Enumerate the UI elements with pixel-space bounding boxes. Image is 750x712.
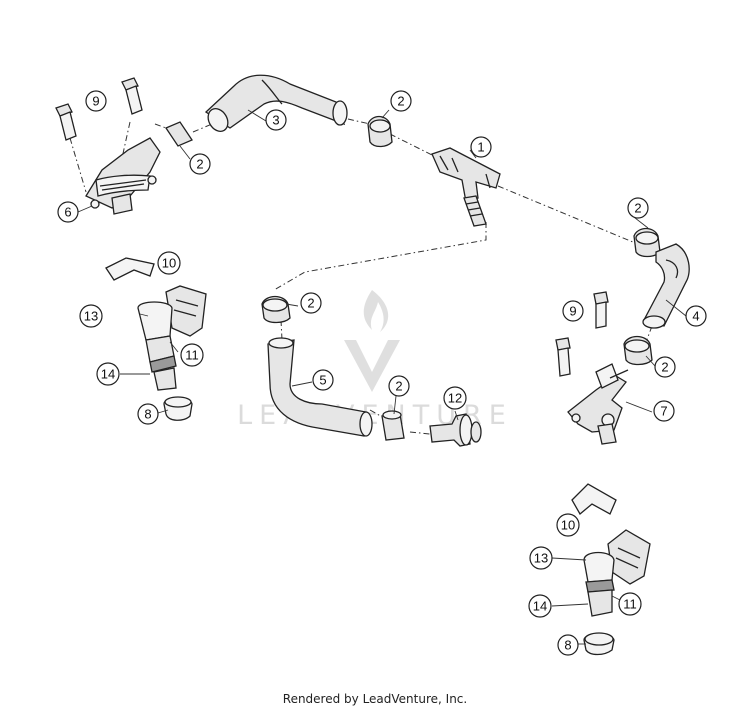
callout-2: 2 bbox=[189, 153, 211, 175]
callout-11: 11 bbox=[618, 592, 642, 616]
part-9-bolts-right bbox=[555, 291, 609, 377]
part-2-clamp-e bbox=[261, 295, 291, 324]
svg-text:13: 13 bbox=[534, 551, 548, 566]
svg-text:2: 2 bbox=[634, 201, 641, 216]
svg-text:14: 14 bbox=[533, 599, 547, 614]
svg-text:3: 3 bbox=[272, 113, 279, 128]
assembly-lines bbox=[69, 118, 653, 435]
svg-text:10: 10 bbox=[561, 518, 575, 533]
callout-leaders bbox=[77, 109, 687, 645]
callout-10: 10 bbox=[157, 251, 181, 275]
part-5-hose bbox=[267, 337, 373, 437]
svg-text:2: 2 bbox=[661, 360, 668, 375]
callout-4: 4 bbox=[685, 305, 707, 327]
callout-8: 8 bbox=[137, 403, 159, 425]
svg-text:9: 9 bbox=[569, 304, 576, 319]
part-11-connector-left bbox=[165, 285, 207, 337]
callout-3: 3 bbox=[265, 109, 287, 131]
svg-text:2: 2 bbox=[395, 379, 402, 394]
injector-assembly-right bbox=[571, 483, 651, 656]
callout-5: 5 bbox=[312, 369, 334, 391]
callout-2: 2 bbox=[654, 356, 676, 378]
svg-text:11: 11 bbox=[623, 597, 637, 612]
svg-text:2: 2 bbox=[397, 94, 404, 109]
part-2-clamp-d bbox=[623, 335, 653, 366]
svg-text:5: 5 bbox=[319, 373, 326, 388]
callout-1: 1 bbox=[470, 136, 492, 158]
svg-text:9: 9 bbox=[92, 94, 99, 109]
part-4-hose bbox=[642, 243, 690, 329]
part-6-sensor-assembly bbox=[85, 137, 161, 215]
callout-6: 6 bbox=[57, 201, 79, 223]
svg-text:14: 14 bbox=[101, 367, 115, 382]
callout-2: 2 bbox=[627, 197, 649, 219]
svg-text:4: 4 bbox=[692, 309, 699, 324]
svg-text:11: 11 bbox=[185, 348, 199, 363]
callout-14: 14 bbox=[528, 594, 552, 618]
part-2-clamp-b bbox=[367, 115, 393, 148]
part-13-injector-body-right bbox=[583, 551, 615, 583]
flame-icon bbox=[363, 290, 389, 332]
part-10-clip-right bbox=[571, 483, 617, 515]
svg-text:2: 2 bbox=[196, 157, 203, 172]
part-2-clamp-a bbox=[165, 121, 193, 147]
part-11-connector-right bbox=[607, 529, 651, 585]
callout-2: 2 bbox=[300, 292, 322, 314]
footer-credit: Rendered by LeadVenture, Inc. bbox=[282, 692, 468, 706]
part-9-bolts-upper bbox=[55, 77, 143, 141]
callout-2: 2 bbox=[390, 90, 412, 112]
injector-assembly-left bbox=[105, 257, 207, 421]
svg-text:10: 10 bbox=[162, 256, 176, 271]
part-14-nozzle-left bbox=[153, 367, 177, 391]
svg-text:7: 7 bbox=[660, 404, 667, 419]
part-12-fitting bbox=[429, 413, 482, 447]
svg-text:13: 13 bbox=[84, 309, 98, 324]
part-13-injector-body-left bbox=[137, 301, 173, 341]
callout-12: 12 bbox=[443, 386, 467, 410]
part-7-sensor-bracket bbox=[567, 363, 629, 445]
part-1-t-connector bbox=[431, 147, 501, 227]
callout-8: 8 bbox=[557, 634, 579, 656]
callout-14: 14 bbox=[96, 362, 120, 386]
svg-text:6: 6 bbox=[64, 205, 71, 220]
svg-text:8: 8 bbox=[144, 407, 151, 422]
part-2-clamp-c bbox=[633, 227, 661, 258]
part-10-clip-left bbox=[105, 257, 155, 281]
v-logo-icon bbox=[344, 340, 400, 392]
callout-10: 10 bbox=[556, 513, 580, 537]
svg-text:8: 8 bbox=[564, 638, 571, 653]
callout-9: 9 bbox=[562, 300, 584, 322]
callout-13: 13 bbox=[79, 304, 103, 328]
callout-2: 2 bbox=[388, 375, 410, 397]
part-2-clamp-f bbox=[381, 410, 405, 441]
callout-9: 9 bbox=[85, 90, 107, 112]
part-3-hose bbox=[204, 74, 348, 132]
svg-text:2: 2 bbox=[307, 296, 314, 311]
callout-13: 13 bbox=[529, 546, 553, 570]
callout-11: 11 bbox=[180, 343, 204, 367]
part-14-nozzle-right bbox=[587, 589, 613, 617]
callout-7: 7 bbox=[653, 400, 675, 422]
svg-text:1: 1 bbox=[477, 140, 484, 155]
svg-text:12: 12 bbox=[448, 391, 462, 406]
